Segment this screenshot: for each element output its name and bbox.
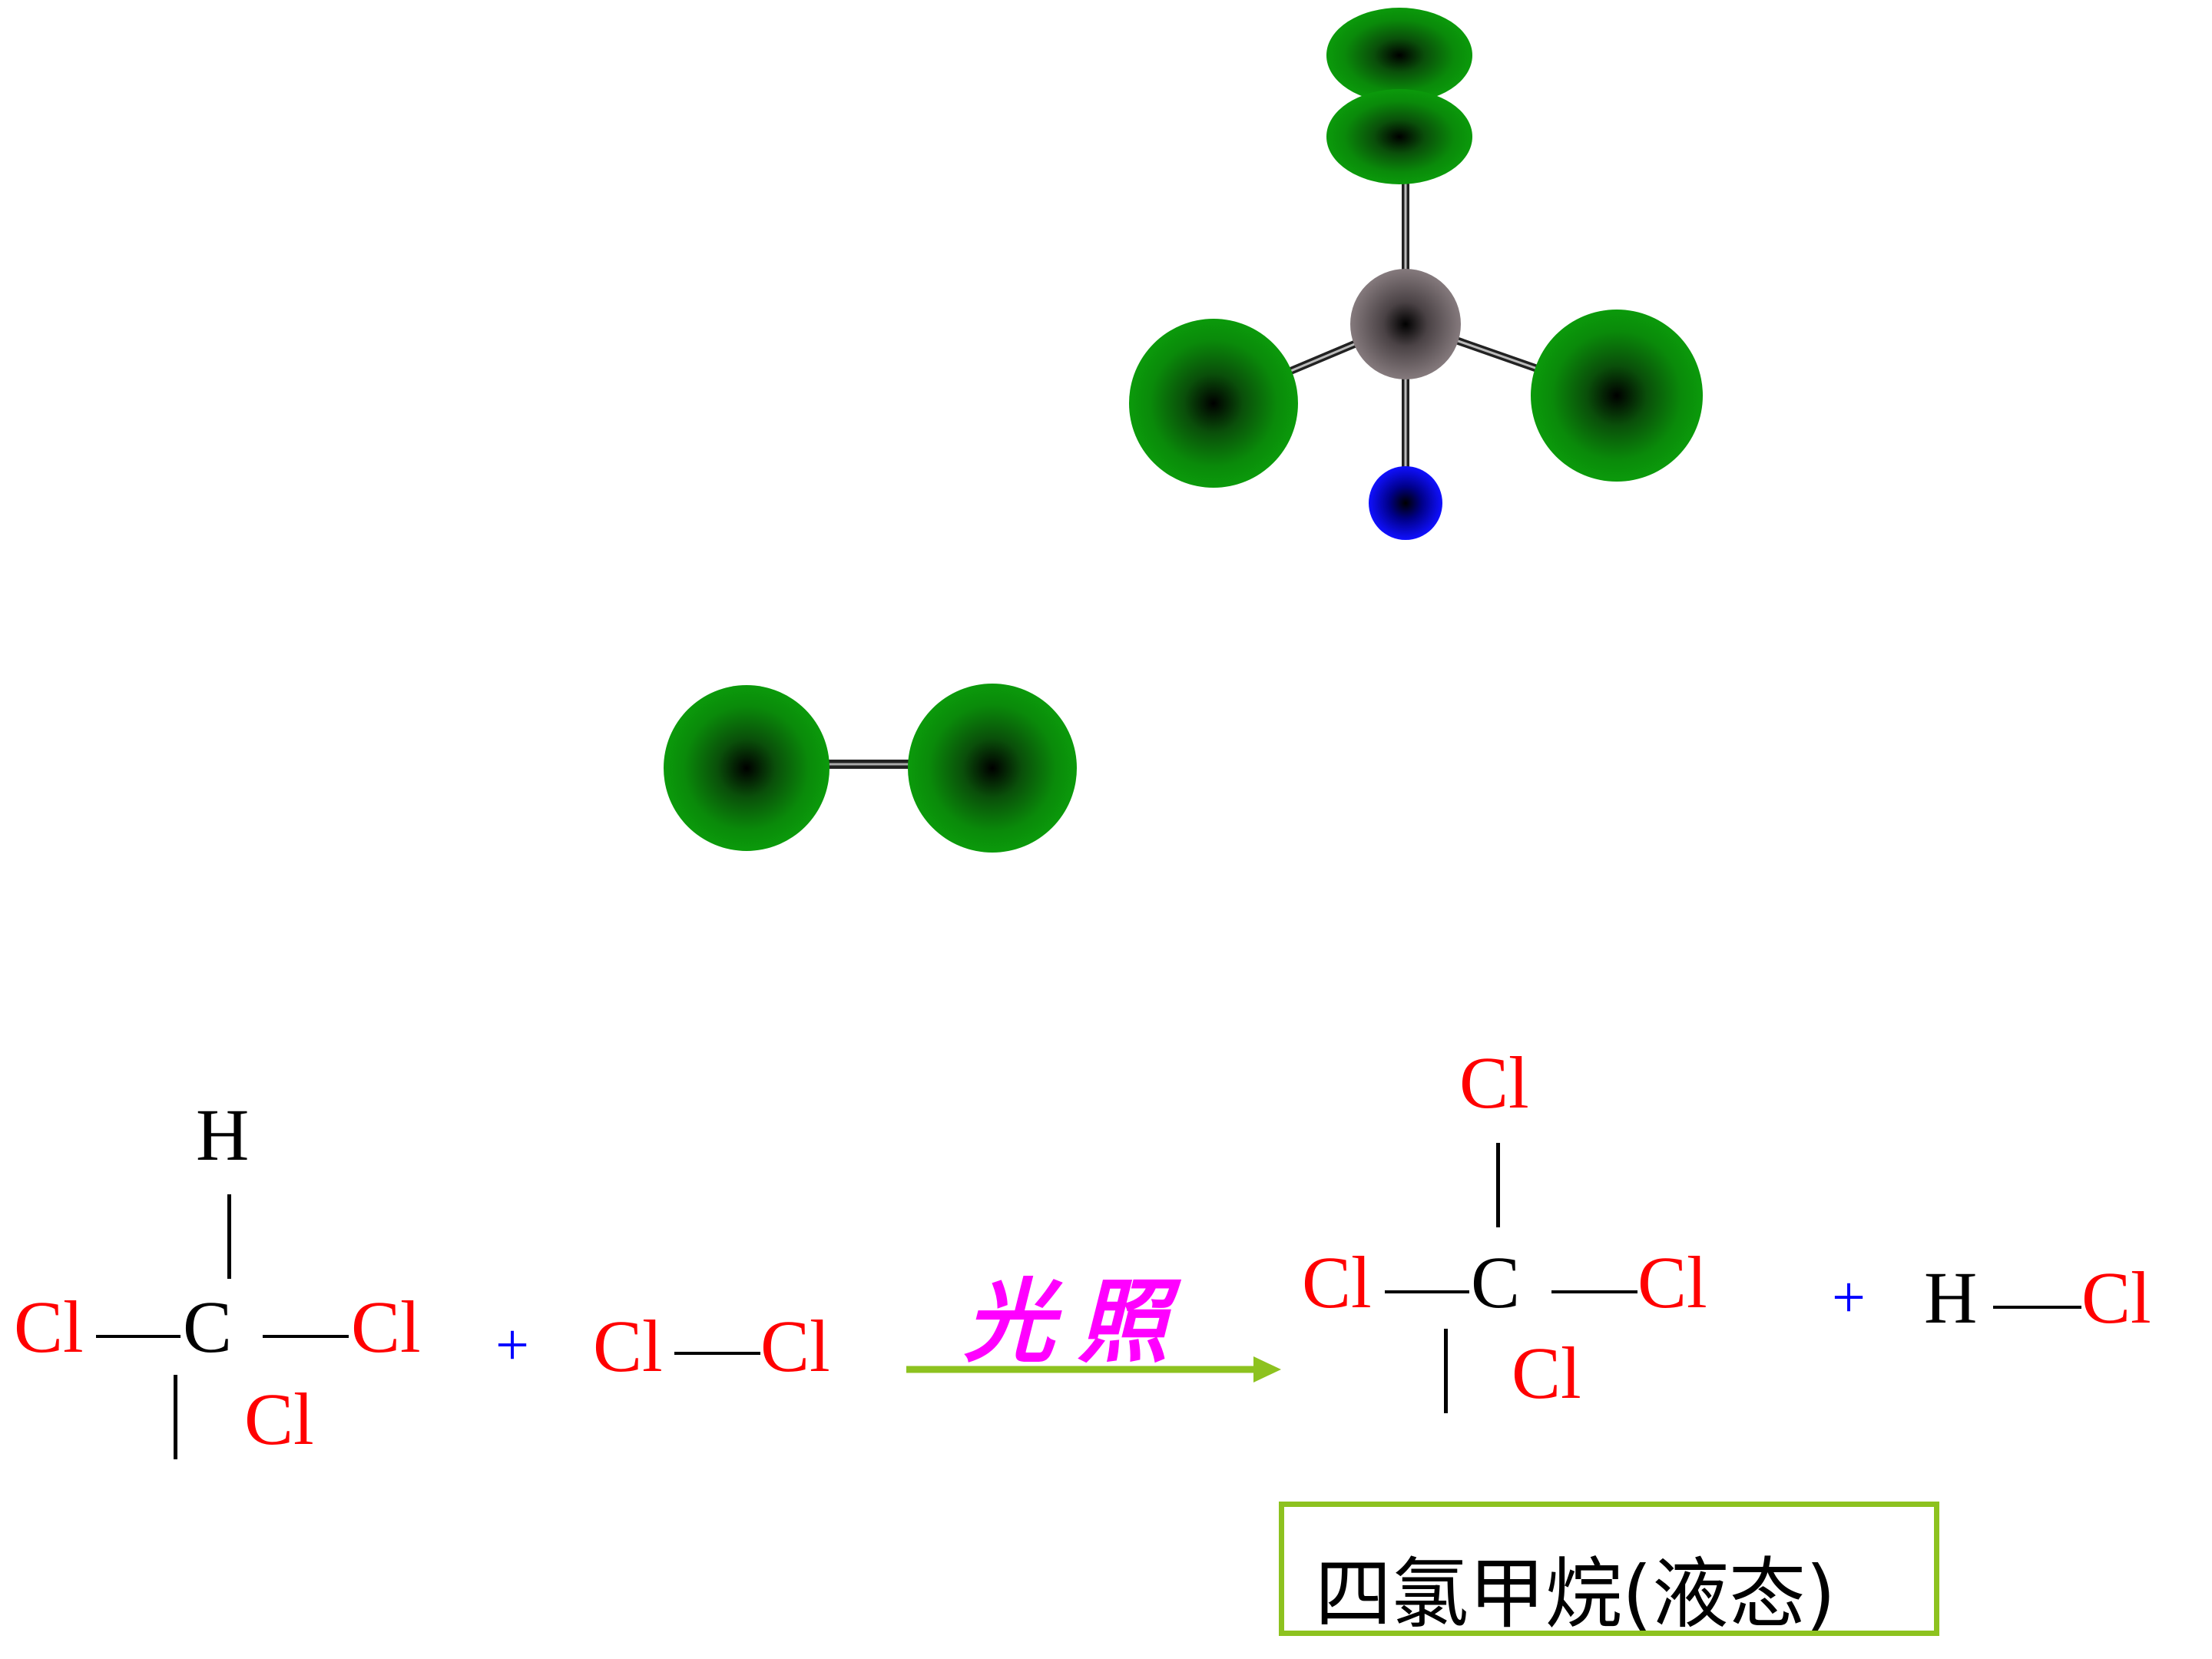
product1-bond-right	[1551, 1290, 1637, 1293]
product1-cl-right: Cl	[1637, 1241, 1707, 1323]
reactant1-cl-left: Cl	[14, 1286, 84, 1368]
reactant1-cl-right: Cl	[351, 1286, 421, 1368]
product-caption: 四氯甲烷(液态)	[1315, 1549, 1836, 1639]
cl-atom-top	[1326, 8, 1472, 184]
cl-atom-left	[1129, 319, 1298, 488]
cl2-atom-right	[908, 684, 1077, 853]
product1-c: C	[1471, 1241, 1521, 1323]
reactant1-bond-left	[96, 1335, 180, 1338]
reactant2-cl-right: Cl	[760, 1305, 830, 1387]
product1-bond-up	[1496, 1143, 1500, 1227]
chcl3-model	[1129, 8, 1703, 540]
cl2-model	[664, 684, 1077, 853]
plus-sign-1: +	[495, 1311, 529, 1378]
reactant1-h: H	[196, 1094, 250, 1176]
reactant2-cl-left: Cl	[593, 1305, 663, 1387]
product1-cl-left: Cl	[1302, 1241, 1372, 1323]
cl2-atom-left	[664, 685, 830, 851]
product1-cl-top: Cl	[1459, 1041, 1529, 1124]
reactant1-bond-right	[263, 1335, 349, 1338]
reaction-condition: 光照	[964, 1268, 1192, 1375]
reactant1-bond-up	[227, 1194, 231, 1279]
cl-atom-right	[1531, 310, 1703, 482]
product-caption-box: 四氯甲烷(液态)	[1279, 1502, 1939, 1639]
reactant1-c: C	[183, 1286, 233, 1368]
c-atom	[1350, 269, 1461, 379]
product2-h: H	[1924, 1257, 1978, 1339]
product2-cl: Cl	[2081, 1257, 2151, 1339]
product1-bond-down	[1444, 1329, 1448, 1413]
product2-bond	[1993, 1306, 2081, 1309]
reactant1-cl-bottom: Cl	[244, 1378, 314, 1460]
product1-cl-bottom: Cl	[1512, 1332, 1581, 1414]
h-atom	[1369, 466, 1442, 540]
reactant1-bond-down	[174, 1375, 177, 1459]
product1-bond-left	[1385, 1290, 1469, 1293]
reaction-arrow	[906, 1356, 1281, 1382]
plus-sign-2: +	[1832, 1263, 1866, 1330]
reactant2-bond	[674, 1352, 760, 1355]
